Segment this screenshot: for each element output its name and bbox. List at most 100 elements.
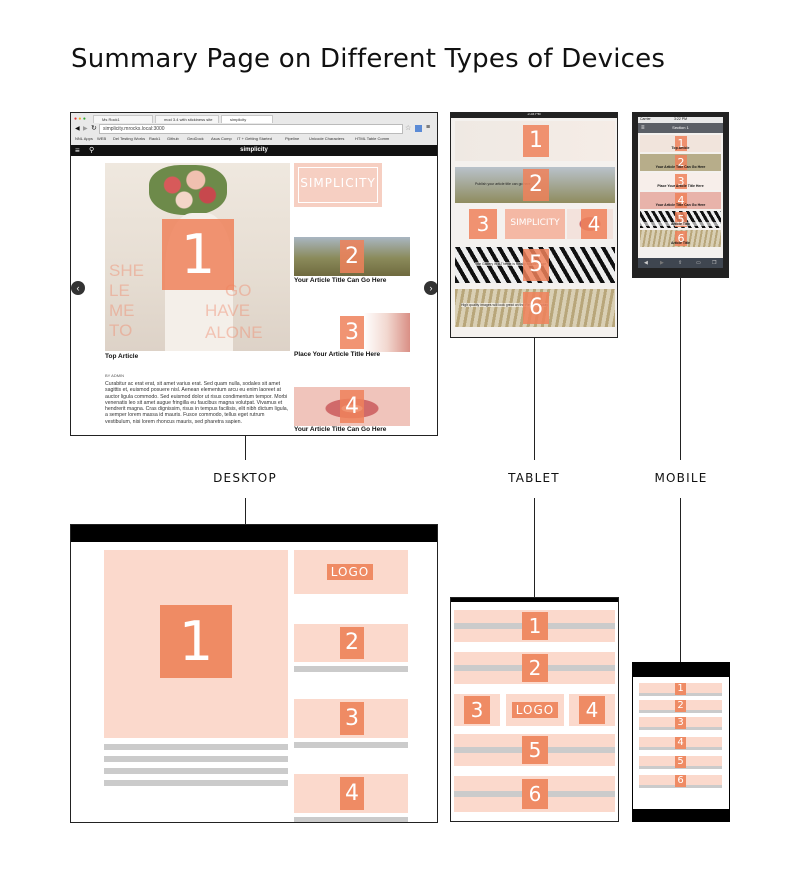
tabs-icon[interactable]: ❐	[712, 260, 717, 266]
tablet-row-2[interactable]: Publish your article title can go here 2	[455, 167, 615, 203]
region-number-2: 2	[522, 654, 548, 682]
tablet-row-1[interactable]: 1	[455, 121, 615, 161]
status-time: 3:22 PM	[673, 117, 688, 121]
article-image-2[interactable]: 2	[294, 237, 410, 276]
region-number-4: 4	[675, 193, 687, 208]
hamburger-icon[interactable]: ≡	[75, 146, 80, 155]
mobile-toolbar: ◀ ▶ ⇪ ▭ ❐	[638, 258, 723, 268]
mobile-item[interactable]: 6 Article Title	[640, 230, 721, 247]
label-mobile: MOBILE	[654, 471, 708, 485]
text-line	[104, 744, 288, 750]
article-title[interactable]: Your Article Title Can Go Here	[294, 277, 387, 284]
item-caption: Top Article	[671, 146, 690, 150]
title-line	[294, 742, 408, 748]
bookmark[interactable]: Del Testing Works	[113, 136, 146, 141]
bookmark[interactable]: IT + Getting Started	[237, 136, 272, 141]
region-number-1: 1	[675, 683, 686, 695]
bookmark[interactable]: Unicode Characters	[309, 136, 345, 141]
region-number-3[interactable]: 3	[469, 209, 497, 239]
hero-overlay-text: ME	[109, 301, 135, 320]
hero-overlay-text: ALONE	[205, 323, 263, 342]
browser-tab[interactable]: Ms Rock1	[93, 115, 153, 123]
wireframe-hero: 1	[104, 550, 288, 738]
item-caption: Article Title	[671, 241, 690, 245]
share-icon[interactable]: ⇪	[678, 260, 683, 266]
article-title[interactable]: Your Article Title Can Go Here	[294, 426, 387, 433]
wireframe-header	[451, 598, 618, 602]
wireframe-item-4: 4	[639, 737, 722, 750]
mobile-item[interactable]: 2 Your Article Title Can Go Here	[640, 154, 721, 171]
back-icon[interactable]: ◀	[75, 126, 80, 132]
browser-tab-active[interactable]: simplicity	[221, 115, 273, 123]
wireframe-footer	[633, 809, 729, 821]
carousel-next-icon[interactable]: ›	[424, 281, 437, 295]
bookmark[interactable]: NNL Apps	[75, 136, 93, 141]
region-number-3: 3	[675, 174, 687, 189]
region-number-4: 4	[579, 696, 605, 724]
row-caption: Publish your article title can go here	[475, 182, 531, 186]
text-line	[104, 768, 288, 774]
item-caption: Your Article Title Can Go Here	[655, 165, 706, 169]
desktop-wireframe: 1 LOGO 2 3 4	[70, 524, 438, 823]
browser-tab[interactable]: mod 3.4 with stickiness site	[155, 115, 219, 123]
region-number-3: 3	[675, 717, 686, 729]
wireframe-tile-4: 4	[294, 774, 408, 813]
carousel-prev-icon[interactable]: ‹	[71, 281, 85, 295]
region-number-1: 1	[675, 136, 687, 151]
bookmark[interactable]: GeoDock	[187, 136, 204, 141]
bookmarks-icon[interactable]: ▭	[696, 260, 701, 266]
row-caption: The Gallery in a Theme is Really Mobile …	[475, 262, 547, 266]
region-number-4: 4	[340, 777, 364, 810]
hamburger-icon[interactable]: ≡	[641, 125, 645, 131]
mobile-item[interactable]: 4 Your Article Title Can Go Here	[640, 192, 721, 209]
forward-icon[interactable]: ▶	[660, 260, 664, 266]
wireframe-item-3: 3	[639, 717, 722, 730]
region-number-1: 1	[523, 125, 549, 157]
wireframe-item-5: 5	[639, 756, 722, 769]
site-header: ≡ ⚲ simplicity	[71, 145, 437, 156]
tablet-logo[interactable]: SIMPLICITY	[505, 209, 565, 239]
extension-icon[interactable]	[415, 125, 422, 132]
item-caption: Place Your Article Title Here	[657, 184, 704, 188]
region-number-5: 5	[522, 736, 548, 764]
menu-icon[interactable]: ≡	[426, 124, 431, 131]
mobile-item[interactable]: 1 Top Article	[640, 135, 721, 152]
mobile-wireframe: 1 2 3 4 5 6	[632, 662, 730, 822]
search-icon[interactable]: ⚲	[89, 147, 95, 154]
logo-tile[interactable]: SIMPLICITY	[294, 163, 382, 207]
article-title[interactable]: Top Article	[105, 353, 139, 360]
status-bar: Carrier 3:22 PM	[638, 117, 723, 123]
star-icon[interactable]: ☆	[405, 125, 412, 132]
connector-line	[680, 498, 681, 662]
back-icon[interactable]: ◀	[644, 260, 648, 266]
text-line	[104, 780, 288, 786]
region-number-4[interactable]: 4	[581, 209, 607, 239]
article-image-4[interactable]: 4	[294, 387, 410, 426]
forward-icon[interactable]: ▶	[83, 126, 88, 132]
connector-line	[534, 498, 535, 598]
bookmark[interactable]: Asus Comp	[211, 136, 232, 141]
address-bar[interactable]: simplicity.mrocks.local:3000	[99, 124, 403, 134]
tablet-row-6[interactable]: High quality images will look great on t…	[455, 289, 615, 327]
hero-overlay-text: HAVE	[205, 301, 251, 320]
article-body: Curabitur ac erat erat, sit amet varius …	[105, 381, 289, 425]
bookmark[interactable]: Rack1	[149, 136, 161, 141]
region-number-2: 2	[340, 240, 364, 273]
bookmark[interactable]: Pipeline	[285, 136, 300, 141]
window-controls: ● ● ●	[74, 116, 86, 122]
title-line	[294, 666, 408, 672]
tablet-row-5[interactable]: The Gallery in a Theme is Really Mobile …	[455, 247, 615, 283]
bookmark[interactable]: Github	[167, 136, 179, 141]
bookmark[interactable]: HTML Table Comm	[355, 136, 390, 141]
mobile-item[interactable]: 5 Article Title	[640, 211, 721, 228]
desktop-screenshot: ● ● ● Ms Rock1 mod 3.4 with stickiness s…	[70, 112, 438, 436]
article-image-3[interactable]: 3	[294, 313, 410, 352]
reload-icon[interactable]: ↻	[91, 125, 97, 132]
mobile-item[interactable]: 3 Place Your Article Title Here	[640, 173, 721, 190]
title-line	[294, 817, 408, 822]
logo-frame	[298, 167, 378, 203]
article-title[interactable]: Place Your Article Title Here	[294, 351, 381, 358]
hero-image[interactable]: SHE LE ME TO GO HAVE ALONE 1	[105, 163, 290, 351]
bookmark[interactable]: WEB	[97, 136, 107, 141]
region-number-2: 2	[675, 155, 687, 170]
